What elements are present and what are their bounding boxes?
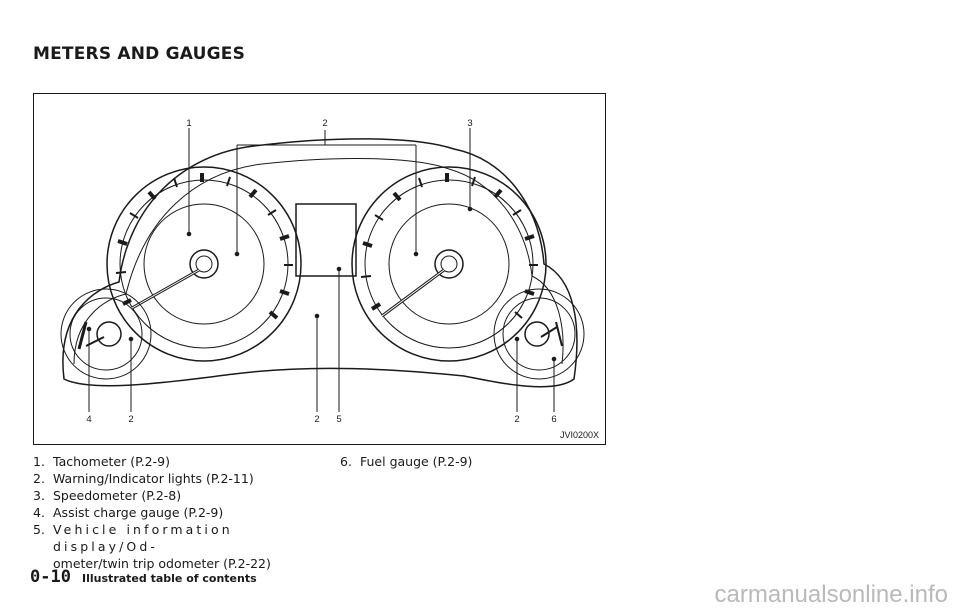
legend-text: Warning/Indicator lights (P.2-11) xyxy=(53,471,254,486)
legend-text: Fuel gauge (P.2-9) xyxy=(360,454,473,469)
legend-text: Tachometer (P.2-9) xyxy=(53,454,170,469)
callout-2-center: 2 xyxy=(314,414,319,425)
callout-2-left: 2 xyxy=(128,414,133,425)
page-footer: 0-10 Illustrated table of contents xyxy=(30,567,257,587)
callout-leaders xyxy=(86,128,557,412)
tachometer-dial xyxy=(106,166,302,362)
legend-item: 2. Warning/Indicator lights (P.2-11) xyxy=(33,470,323,487)
callout-2-top: 2 xyxy=(322,118,327,129)
legend-column-left: 1. Tachometer (P.2-9) 2. Warning/Indicat… xyxy=(33,453,323,572)
cluster-housing xyxy=(62,138,578,388)
page-number: 0-10 xyxy=(30,567,71,587)
watermark: carmanualsonline.info xyxy=(714,581,948,608)
page-title: METERS AND GAUGES xyxy=(33,44,246,64)
callout-6: 6 xyxy=(551,414,556,425)
legend-number: 5. xyxy=(33,522,45,537)
legend-number: 2. xyxy=(33,471,45,486)
legend-item: 3. Speedometer (P.2-8) xyxy=(33,487,323,504)
legend-text-line2: ometer/twin trip odometer (P.2-22) xyxy=(53,556,271,571)
legend-item: 4. Assist charge gauge (P.2-9) xyxy=(33,504,323,521)
legend-number: 6. xyxy=(340,454,352,469)
legend-number: 4. xyxy=(33,505,45,520)
legend-item: 5. Vehicle information display/Od- omete… xyxy=(33,521,323,572)
legend-column-right: 6. Fuel gauge (P.2-9) xyxy=(340,453,630,470)
fuel-gauge xyxy=(493,288,585,380)
legend-item: 1. Tachometer (P.2-9) xyxy=(33,453,323,470)
section-title: Illustrated table of contents xyxy=(82,572,257,585)
cluster-bezel xyxy=(73,158,564,365)
vehicle-information-display xyxy=(295,203,357,277)
figure-code: JVI0200X xyxy=(559,430,599,440)
callout-3: 3 xyxy=(467,118,472,129)
speedometer-dial xyxy=(351,166,547,362)
cluster-illustration: 1 2 3 4 2 2 5 2 6 xyxy=(60,118,585,425)
callout-2-right: 2 xyxy=(514,414,519,425)
callout-5: 5 xyxy=(336,414,341,425)
callout-1: 1 xyxy=(186,118,191,129)
legend-number: 1. xyxy=(33,454,45,469)
legend-number: 3. xyxy=(33,488,45,503)
legend-text-line1: Vehicle information display/Od- xyxy=(53,522,233,554)
callout-4: 4 xyxy=(86,414,91,425)
instrument-cluster-figure: 1 2 3 4 2 2 5 2 6 JVI0200X xyxy=(33,93,606,445)
legend-item: 6. Fuel gauge (P.2-9) xyxy=(340,453,630,470)
legend-text: Speedometer (P.2-8) xyxy=(53,488,182,503)
legend-text: Assist charge gauge (P.2-9) xyxy=(53,505,224,520)
assist-charge-gauge xyxy=(60,288,152,380)
